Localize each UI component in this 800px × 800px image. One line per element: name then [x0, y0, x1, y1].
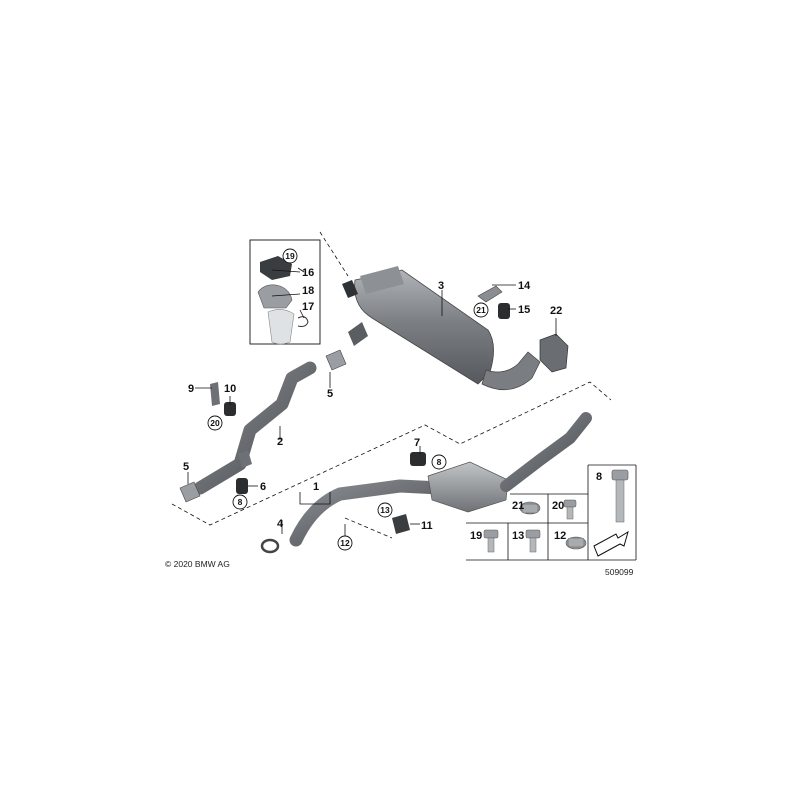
callout-6: 6: [260, 481, 266, 493]
circled-callout-21: 21: [473, 302, 489, 318]
rubber-mount-10: [224, 402, 236, 416]
rear-silencer: [342, 266, 541, 391]
copyright-text: © 2020 BMW AG: [165, 559, 230, 569]
inset-frame: [249, 239, 321, 345]
inset-bracket-plate: [257, 284, 293, 309]
direction-arrow-icon: [593, 530, 629, 557]
bolt-8: [611, 469, 629, 523]
nut-21: [519, 501, 541, 515]
inset-hanger-bracket: [260, 256, 292, 280]
callout-8-bolt: 8: [596, 471, 602, 483]
inset-clip: [297, 316, 309, 327]
circled-callout-8-pipe: 8: [232, 494, 248, 510]
callout-1: 1: [313, 481, 319, 493]
center-pipe: [500, 412, 592, 492]
callout-labels: 1 2 3 4 5 5 6 7 8 9 10 11 12 13 14 15 16…: [183, 267, 602, 542]
hanger-bracket-14: [477, 285, 503, 303]
callout-11: 11: [421, 520, 433, 532]
rubber-mount-7: [410, 452, 426, 466]
callout-19-panel: 19: [470, 530, 482, 542]
callout-18: 18: [302, 285, 314, 297]
svg-text:21: 21: [476, 305, 486, 315]
clamp-5-rear: [325, 349, 347, 371]
bolt-13: [525, 529, 541, 553]
bracket-11: [392, 514, 410, 534]
svg-text:19: 19: [285, 251, 295, 261]
rear-assembly-boundary: [319, 231, 349, 277]
inset-mounting-detail: [249, 239, 321, 345]
lower-assembly-boundary: [344, 517, 393, 539]
callout-14: 14: [518, 280, 531, 292]
rear-silencer-hanger: [342, 280, 358, 298]
svg-text:20: 20: [210, 418, 220, 428]
catalytic-converter: [427, 461, 509, 513]
gasket-4: [260, 538, 280, 554]
rubber-mount-6: [236, 478, 248, 494]
callout-2: 2: [277, 436, 283, 448]
callout-13-panel: 13: [512, 530, 524, 542]
inset-heat-shield: [267, 309, 295, 345]
svg-text:13: 13: [380, 505, 390, 515]
callout-17: 17: [302, 301, 314, 313]
intermediate-pipe: [193, 361, 317, 495]
callout-5-rear: 5: [327, 388, 333, 400]
callout-5-front: 5: [183, 461, 189, 473]
callout-20-panel: 20: [552, 500, 564, 512]
rear-silencer-inlet: [348, 322, 368, 346]
bolt-19: [483, 529, 499, 553]
callout-10: 10: [224, 383, 236, 395]
svg-text:12: 12: [340, 538, 350, 548]
callout-22: 22: [550, 305, 562, 317]
circled-callout-8-center: 8: [431, 454, 447, 470]
bolt-20: [563, 499, 577, 520]
callout-12-panel: 12: [554, 530, 566, 542]
svg-text:8: 8: [238, 497, 243, 507]
bracket-under-pipe-2: [238, 450, 252, 468]
rear-silencer-tailpipe: [481, 351, 541, 391]
callout-16: 16: [302, 267, 314, 279]
tailpipe-trim: [539, 333, 569, 373]
rubber-mount-15: [498, 303, 510, 319]
callout-21-panel: 21: [512, 500, 524, 512]
circled-callouts: 19 21 20 8 8 13 12: [207, 248, 489, 551]
clamp-5-front: [179, 481, 201, 503]
bracket-9: [210, 382, 220, 406]
drawing-number: 509099: [605, 567, 634, 577]
circled-callout-19: 19: [282, 248, 298, 264]
circled-callout-20: 20: [207, 415, 223, 431]
callout-15: 15: [518, 304, 530, 316]
front-assembly-boundary: [171, 381, 612, 526]
callout-7: 7: [414, 437, 420, 449]
fastener-panel: [466, 464, 637, 561]
callout-4: 4: [277, 518, 284, 530]
circled-callout-12: 12: [337, 535, 353, 551]
rear-silencer-top: [360, 266, 404, 294]
svg-text:8: 8: [437, 457, 442, 467]
callout-9: 9: [188, 383, 194, 395]
circled-callout-13: 13: [377, 502, 393, 518]
front-pipe: [289, 479, 447, 547]
nut-12: [565, 536, 587, 550]
callout-3: 3: [438, 280, 444, 292]
